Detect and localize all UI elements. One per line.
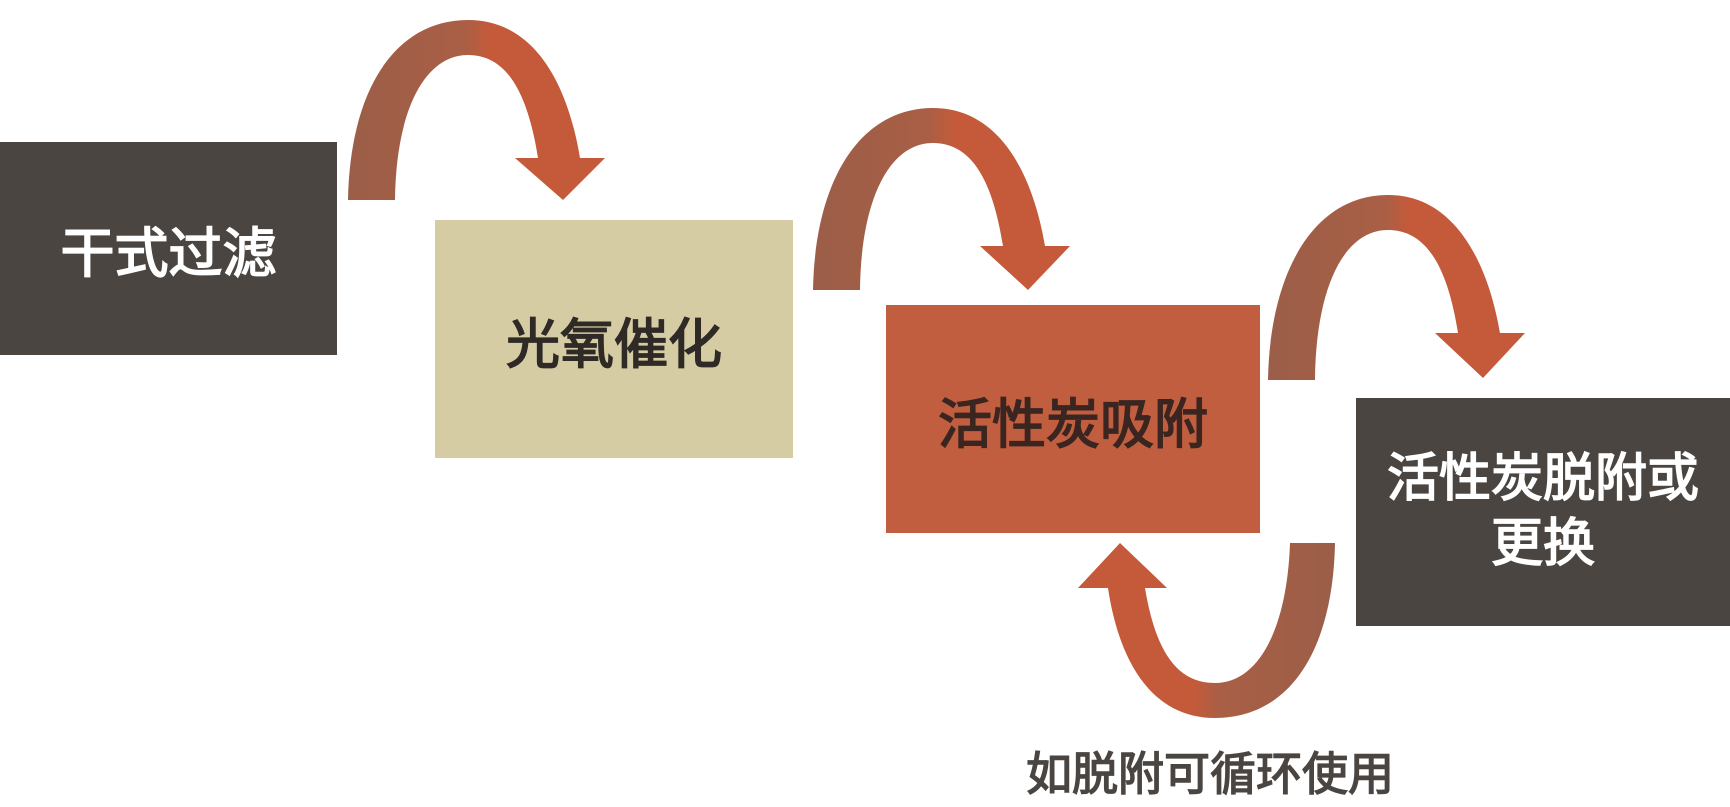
step-dry-filtration: 干式过滤 xyxy=(0,142,337,355)
arrow-3-to-4 xyxy=(1268,195,1525,380)
step-label: 活性炭脱附或更换 xyxy=(1386,449,1699,574)
cycle-note: 如脱附可循环使用 xyxy=(1026,747,1394,801)
arrow-1-to-2 xyxy=(348,20,605,200)
arrow-2-to-3 xyxy=(813,108,1070,290)
step-label: 干式过滤 xyxy=(60,222,277,285)
step-activated-carbon-adsorption: 活性炭吸附 xyxy=(886,305,1260,533)
arrow-return-loop xyxy=(1078,543,1335,718)
step-label: 活性炭吸附 xyxy=(938,392,1208,456)
step-label: 光氧催化 xyxy=(506,312,722,376)
step-photo-oxidation: 光氧催化 xyxy=(435,220,793,458)
step-carbon-desorption-or-replacement: 活性炭脱附或更换 xyxy=(1356,398,1730,626)
